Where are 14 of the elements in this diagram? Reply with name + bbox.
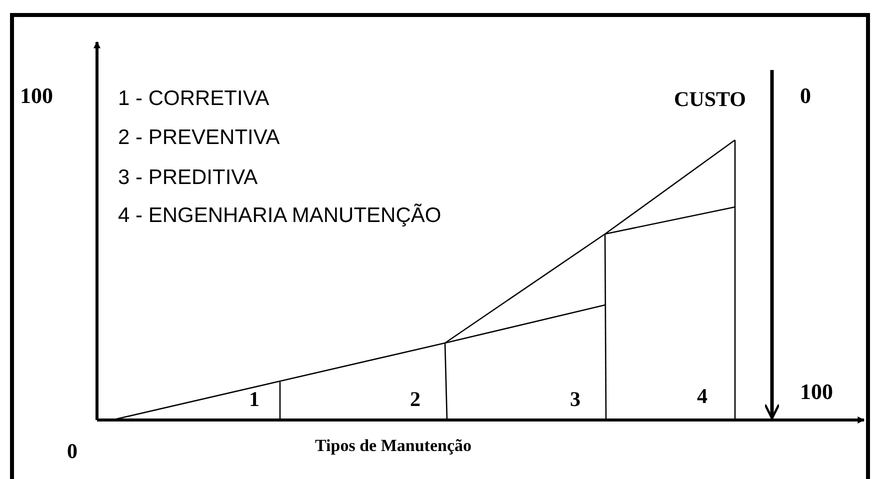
axis-tick-label: 0 bbox=[800, 84, 811, 108]
legend-text: 3 - PREDITIVA bbox=[118, 166, 258, 190]
segment-number: 3 bbox=[570, 388, 580, 412]
axis-tick-label: 100 bbox=[20, 84, 53, 108]
segment-number: 1 bbox=[249, 388, 260, 412]
segment-number: 4 bbox=[697, 385, 708, 408]
segment-number: 2 bbox=[410, 388, 420, 412]
legend-text: 2 - PREVENTIVA bbox=[118, 126, 280, 150]
legend-text: 4 - ENGENHARIA MANUTENÇÃO bbox=[118, 204, 442, 228]
axis-tick-label: 0 bbox=[67, 440, 78, 464]
axis-tick-label: 100 bbox=[800, 380, 833, 404]
axis-title: Tipos de Manutenção bbox=[315, 437, 472, 456]
axis-title: CUSTO bbox=[674, 88, 746, 112]
legend-text: 1 - CORRETIVA bbox=[118, 87, 270, 110]
